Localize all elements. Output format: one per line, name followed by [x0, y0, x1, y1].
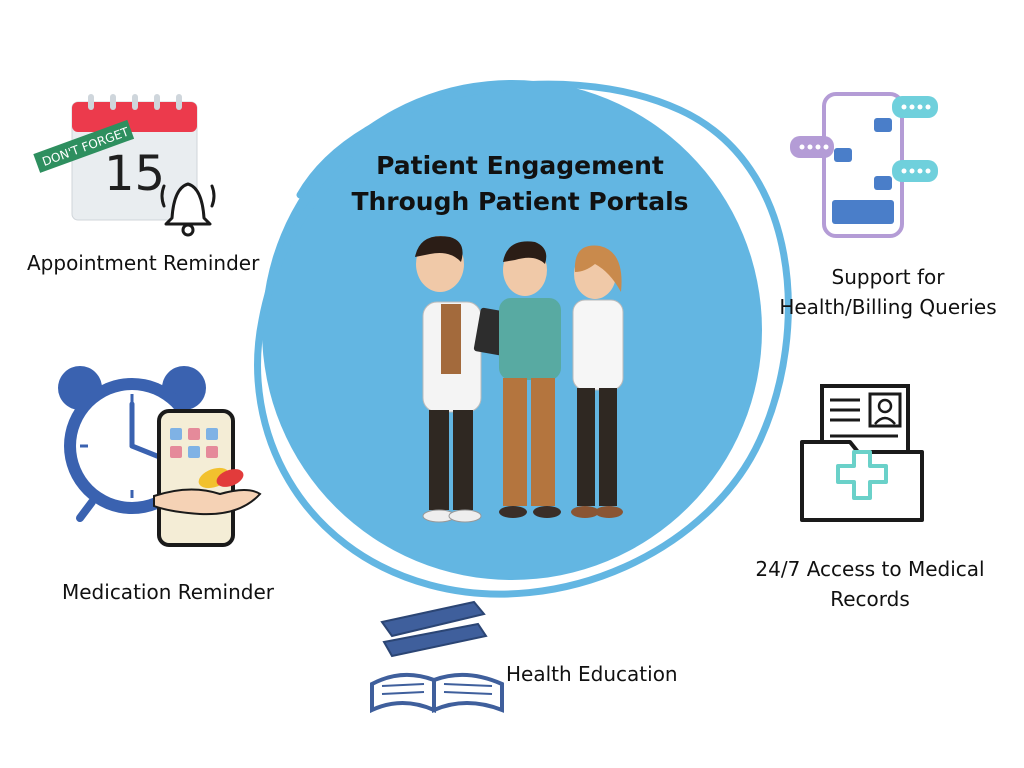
- calendar-icon: 15 DON'T FORGET: [33, 94, 198, 221]
- medical-records-folder-icon: [800, 384, 924, 522]
- appointment-reminder-label: Appointment Reminder: [27, 251, 260, 275]
- doctor-figure: [415, 236, 515, 523]
- records-label-line-1: 24/7 Access to Medical: [755, 557, 985, 581]
- support-label-line-1: Support for: [831, 265, 945, 289]
- records-label-line-2: Records: [830, 587, 910, 611]
- medication-reminder-label: Medication Reminder: [62, 580, 274, 604]
- patient-figure: [499, 241, 561, 518]
- records-label: 24/7 Access to Medical Records: [740, 554, 1000, 614]
- support-label: Support for Health/Billing Queries: [768, 262, 1008, 322]
- bell-icon: [160, 182, 216, 237]
- chat-phone-icon: [790, 92, 938, 238]
- pills-in-hand-icon: [153, 467, 262, 516]
- title-line-1: Patient Engagement: [376, 151, 664, 180]
- calendar-day: 15: [104, 146, 165, 202]
- diagram-title: Patient Engagement Through Patient Porta…: [330, 148, 710, 220]
- books-icon: [370, 600, 504, 714]
- nurse-figure: [571, 245, 624, 518]
- title-line-2: Through Patient Portals: [351, 187, 689, 216]
- medical-team-illustration: [415, 236, 624, 523]
- support-label-line-2: Health/Billing Queries: [779, 295, 997, 319]
- health-education-label: Health Education: [506, 662, 678, 686]
